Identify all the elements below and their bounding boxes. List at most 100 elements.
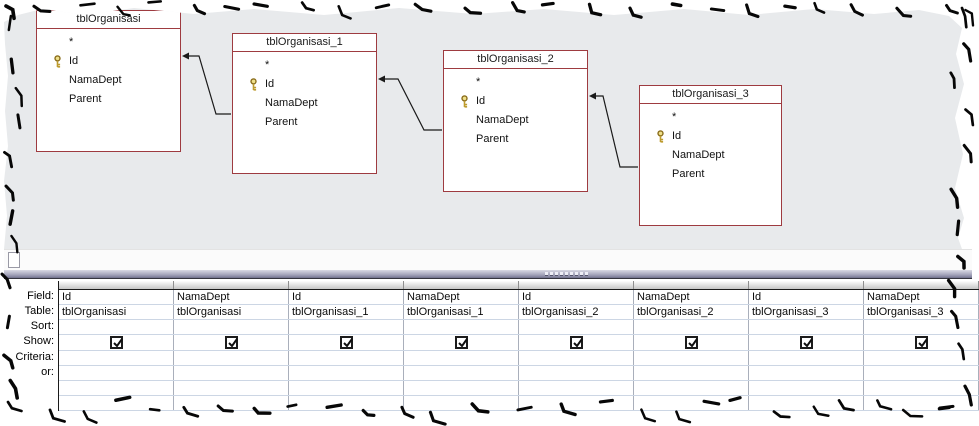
column-selector[interactable]: [749, 281, 864, 289]
cell-table-col6[interactable]: tblOrganisasi_2: [634, 305, 749, 319]
cell-or-col6[interactable]: [634, 366, 749, 380]
field-row-NamaDept[interactable]: NamaDept: [233, 94, 376, 113]
show-checkbox[interactable]: [339, 336, 353, 349]
cell-sort-col8[interactable]: [864, 320, 979, 334]
column-selector[interactable]: [519, 281, 634, 289]
cell-sort-col2[interactable]: [174, 320, 289, 334]
cell-or-col3[interactable]: [289, 366, 404, 380]
cell-field-col8[interactable]: NamaDept: [864, 290, 979, 304]
cell-show-col8[interactable]: [864, 335, 979, 350]
table-title[interactable]: tblOrganisasi: [37, 11, 180, 29]
field-row-NamaDept[interactable]: NamaDept: [444, 111, 587, 130]
cell-empty2-col7[interactable]: [749, 396, 864, 410]
scrollbar-thumb[interactable]: [8, 252, 20, 268]
show-checkbox[interactable]: [914, 336, 928, 349]
cell-show-col6[interactable]: [634, 335, 749, 350]
cell-criteria-col1[interactable]: [59, 351, 174, 365]
cell-or-col8[interactable]: [864, 366, 979, 380]
cell-empty2-col6[interactable]: [634, 396, 749, 410]
column-selector[interactable]: [289, 281, 404, 289]
field-row-all-columns[interactable]: *: [640, 108, 781, 127]
field-row-all-columns[interactable]: *: [233, 56, 376, 75]
cell-empty1-col8[interactable]: [864, 381, 979, 395]
cell-field-col6[interactable]: NamaDept: [634, 290, 749, 304]
cell-table-col7[interactable]: tblOrganisasi_3: [749, 305, 864, 319]
field-row-Id[interactable]: Id: [640, 127, 781, 146]
cell-sort-col7[interactable]: [749, 320, 864, 334]
cell-criteria-col2[interactable]: [174, 351, 289, 365]
cell-empty2-col1[interactable]: [59, 396, 174, 410]
column-selector[interactable]: [864, 281, 979, 289]
show-checkbox[interactable]: [569, 336, 583, 349]
cell-sort-col1[interactable]: [59, 320, 174, 334]
cell-criteria-col3[interactable]: [289, 351, 404, 365]
field-row-Id[interactable]: Id: [37, 52, 180, 71]
cell-empty2-col8[interactable]: [864, 396, 979, 410]
cell-empty1-col5[interactable]: [519, 381, 634, 395]
cell-sort-col3[interactable]: [289, 320, 404, 334]
cell-empty2-col3[interactable]: [289, 396, 404, 410]
field-row-Parent[interactable]: Parent: [233, 113, 376, 132]
cell-criteria-col5[interactable]: [519, 351, 634, 365]
field-row-NamaDept[interactable]: NamaDept: [640, 146, 781, 165]
grid-column-header-strip[interactable]: [59, 281, 979, 290]
diagram-horizontal-scrollbar[interactable]: [4, 249, 972, 270]
cell-or-col2[interactable]: [174, 366, 289, 380]
cell-sort-col6[interactable]: [634, 320, 749, 334]
cell-table-col5[interactable]: tblOrganisasi_2: [519, 305, 634, 319]
cell-empty1-col1[interactable]: [59, 381, 174, 395]
field-row-Id[interactable]: Id: [444, 92, 587, 111]
column-selector[interactable]: [174, 281, 289, 289]
field-row-all-columns[interactable]: *: [444, 73, 587, 92]
cell-field-col1[interactable]: Id: [59, 290, 174, 304]
pane-splitter[interactable]: [4, 270, 972, 279]
field-row-Id[interactable]: Id: [233, 75, 376, 94]
field-row-all-columns[interactable]: *: [37, 33, 180, 52]
field-row-Parent[interactable]: Parent: [444, 130, 587, 149]
show-checkbox[interactable]: [454, 336, 468, 349]
column-selector[interactable]: [634, 281, 749, 289]
field-row-NamaDept[interactable]: NamaDept: [37, 71, 180, 90]
cell-field-col7[interactable]: Id: [749, 290, 864, 304]
cell-table-col1[interactable]: tblOrganisasi: [59, 305, 174, 319]
cell-empty1-col3[interactable]: [289, 381, 404, 395]
cell-show-col2[interactable]: [174, 335, 289, 350]
cell-empty1-col2[interactable]: [174, 381, 289, 395]
show-checkbox[interactable]: [224, 336, 238, 349]
cell-table-col2[interactable]: tblOrganisasi: [174, 305, 289, 319]
cell-or-col1[interactable]: [59, 366, 174, 380]
cell-empty1-col4[interactable]: [404, 381, 519, 395]
cell-or-col5[interactable]: [519, 366, 634, 380]
cell-table-col4[interactable]: tblOrganisasi_1: [404, 305, 519, 319]
cell-or-col4[interactable]: [404, 366, 519, 380]
cell-show-col7[interactable]: [749, 335, 864, 350]
cell-field-col2[interactable]: NamaDept: [174, 290, 289, 304]
cell-sort-col4[interactable]: [404, 320, 519, 334]
cell-criteria-col7[interactable]: [749, 351, 864, 365]
table-title[interactable]: tblOrganisasi_3: [640, 86, 781, 104]
cell-empty2-col5[interactable]: [519, 396, 634, 410]
cell-empty1-col7[interactable]: [749, 381, 864, 395]
cell-criteria-col8[interactable]: [864, 351, 979, 365]
table-title[interactable]: tblOrganisasi_1: [233, 34, 376, 52]
cell-show-col3[interactable]: [289, 335, 404, 350]
column-selector[interactable]: [59, 281, 174, 289]
cell-field-col4[interactable]: NamaDept: [404, 290, 519, 304]
cell-criteria-col4[interactable]: [404, 351, 519, 365]
show-checkbox[interactable]: [799, 336, 813, 349]
cell-empty1-col6[interactable]: [634, 381, 749, 395]
cell-sort-col5[interactable]: [519, 320, 634, 334]
cell-empty2-col2[interactable]: [174, 396, 289, 410]
cell-empty2-col4[interactable]: [404, 396, 519, 410]
cell-table-col3[interactable]: tblOrganisasi_1: [289, 305, 404, 319]
cell-show-col4[interactable]: [404, 335, 519, 350]
table-title[interactable]: tblOrganisasi_2: [444, 51, 587, 69]
show-checkbox[interactable]: [684, 336, 698, 349]
cell-field-col3[interactable]: Id: [289, 290, 404, 304]
field-row-Parent[interactable]: Parent: [37, 90, 180, 109]
